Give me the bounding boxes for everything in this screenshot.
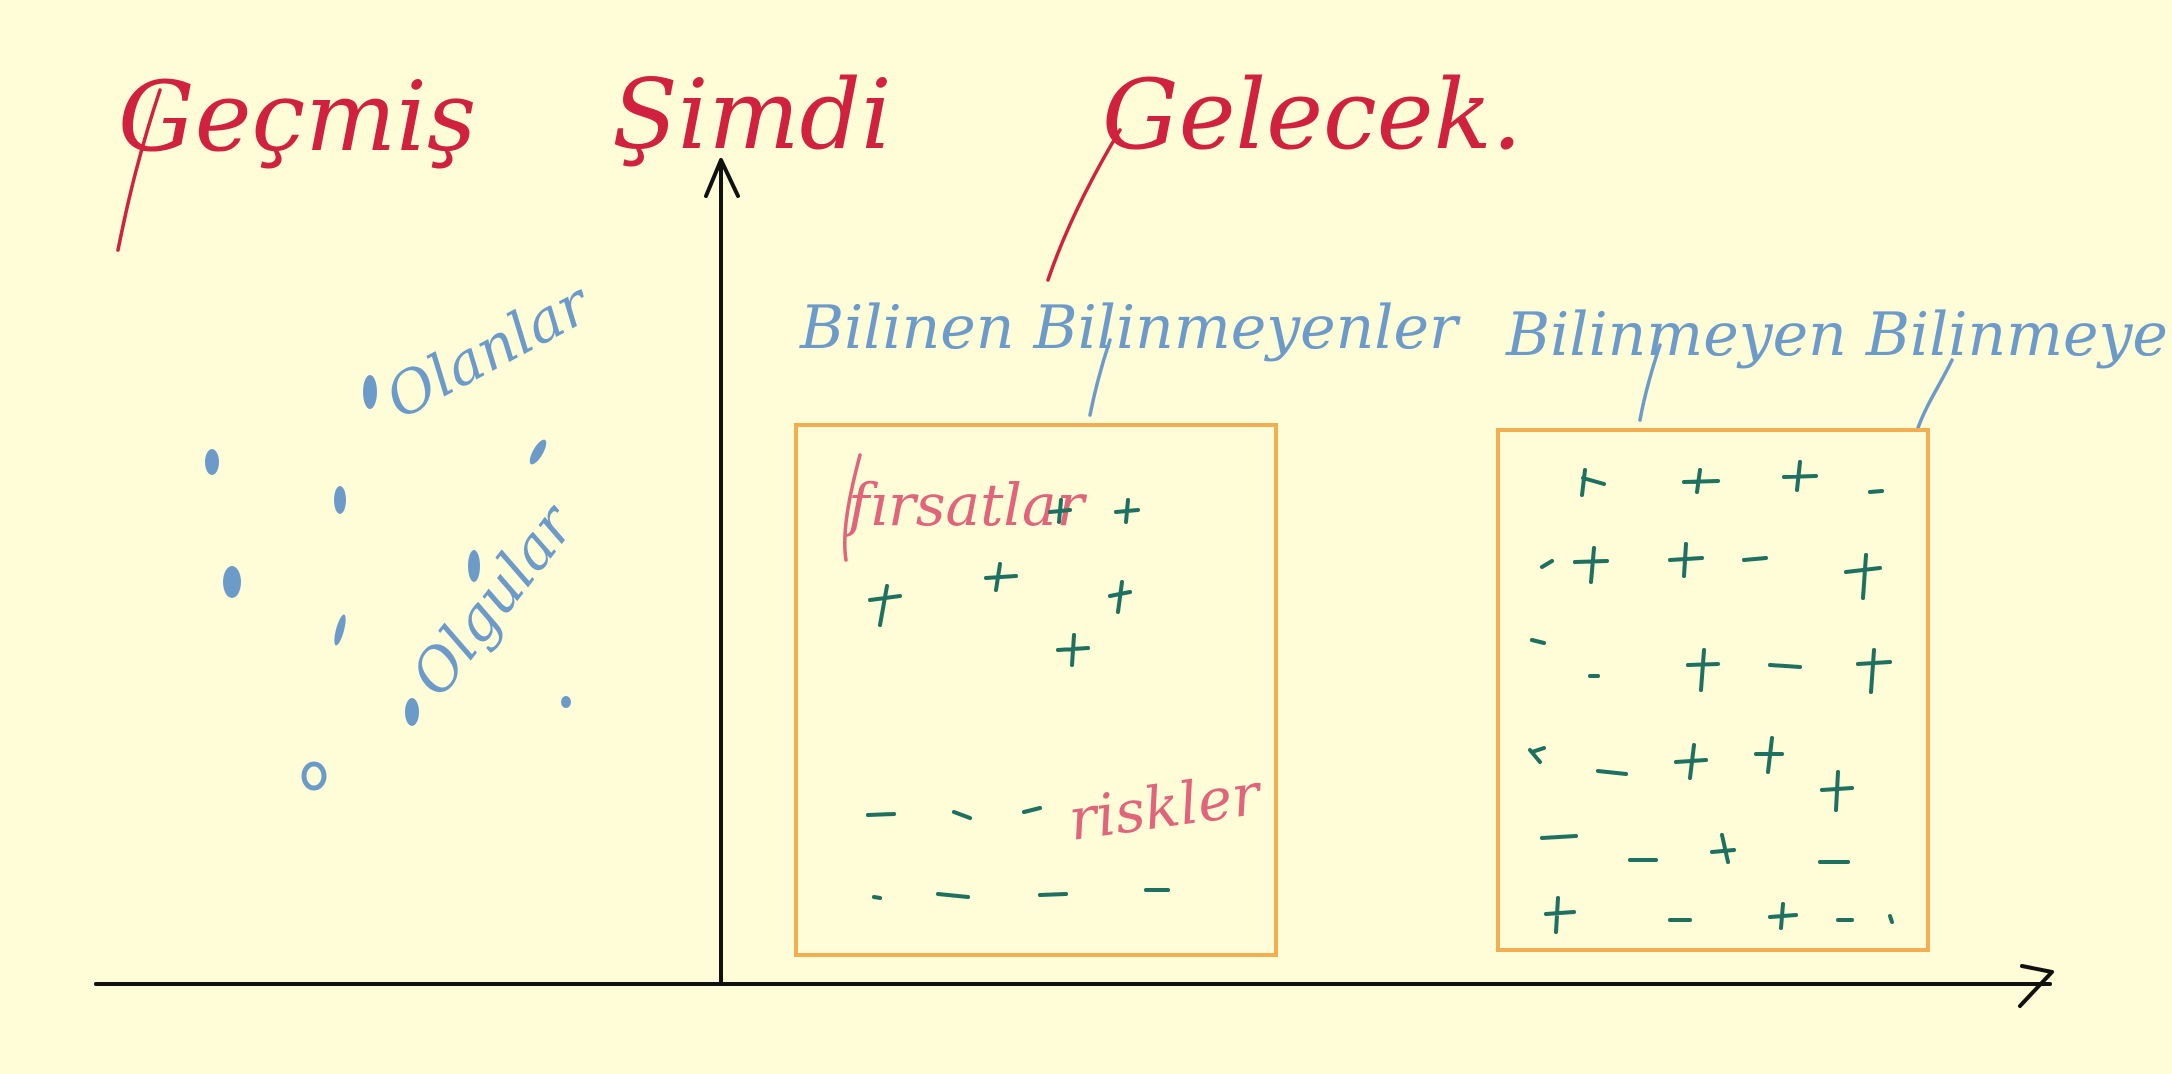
known-unknowns-box: [794, 423, 1278, 957]
label-facts: Olgular: [397, 490, 589, 709]
opportunities-flourish: [843, 453, 862, 562]
present-axis-arrowhead: [704, 158, 740, 198]
unknown-heading-flourish-right: [1916, 358, 1954, 430]
title-present: Şimdi: [612, 59, 892, 171]
title-past: Geçmiş: [118, 61, 476, 173]
time-axis-arrowhead: [2018, 964, 2054, 1008]
known-heading-flourish: [1088, 338, 1112, 417]
event-dot: [334, 486, 346, 514]
title-future: Gelecek.: [1102, 59, 1522, 171]
event-dot: [334, 614, 346, 646]
event-dot: [223, 566, 241, 598]
title-future-flourish: [1046, 128, 1122, 282]
unknown-unknowns-heading: Bilinmeyen Bilinmeyenler: [1505, 300, 2172, 370]
event-dot: [561, 696, 571, 708]
label-events: Olanlar: [375, 268, 603, 432]
unknown-unknowns-box: [1496, 428, 1930, 952]
risk-marks: [866, 806, 1170, 900]
label-risks: riskler: [1064, 759, 1267, 853]
event-dot: [468, 550, 480, 582]
event-dot: [363, 375, 377, 409]
unknown-unknowns-marks: [1528, 460, 1894, 934]
event-dot: [405, 698, 419, 726]
label-opportunities: fırsatlar: [844, 471, 1088, 539]
title-past-flourish: [116, 88, 162, 252]
event-dot: [301, 761, 327, 791]
event-dot: [205, 449, 219, 475]
event-dot: [529, 439, 547, 465]
past-event-dots: [205, 375, 571, 791]
known-unknowns-heading: Bilinen Bilinmeyenler: [799, 293, 1461, 363]
opportunity-marks: [868, 498, 1140, 667]
unknown-heading-flourish-left: [1638, 343, 1662, 422]
